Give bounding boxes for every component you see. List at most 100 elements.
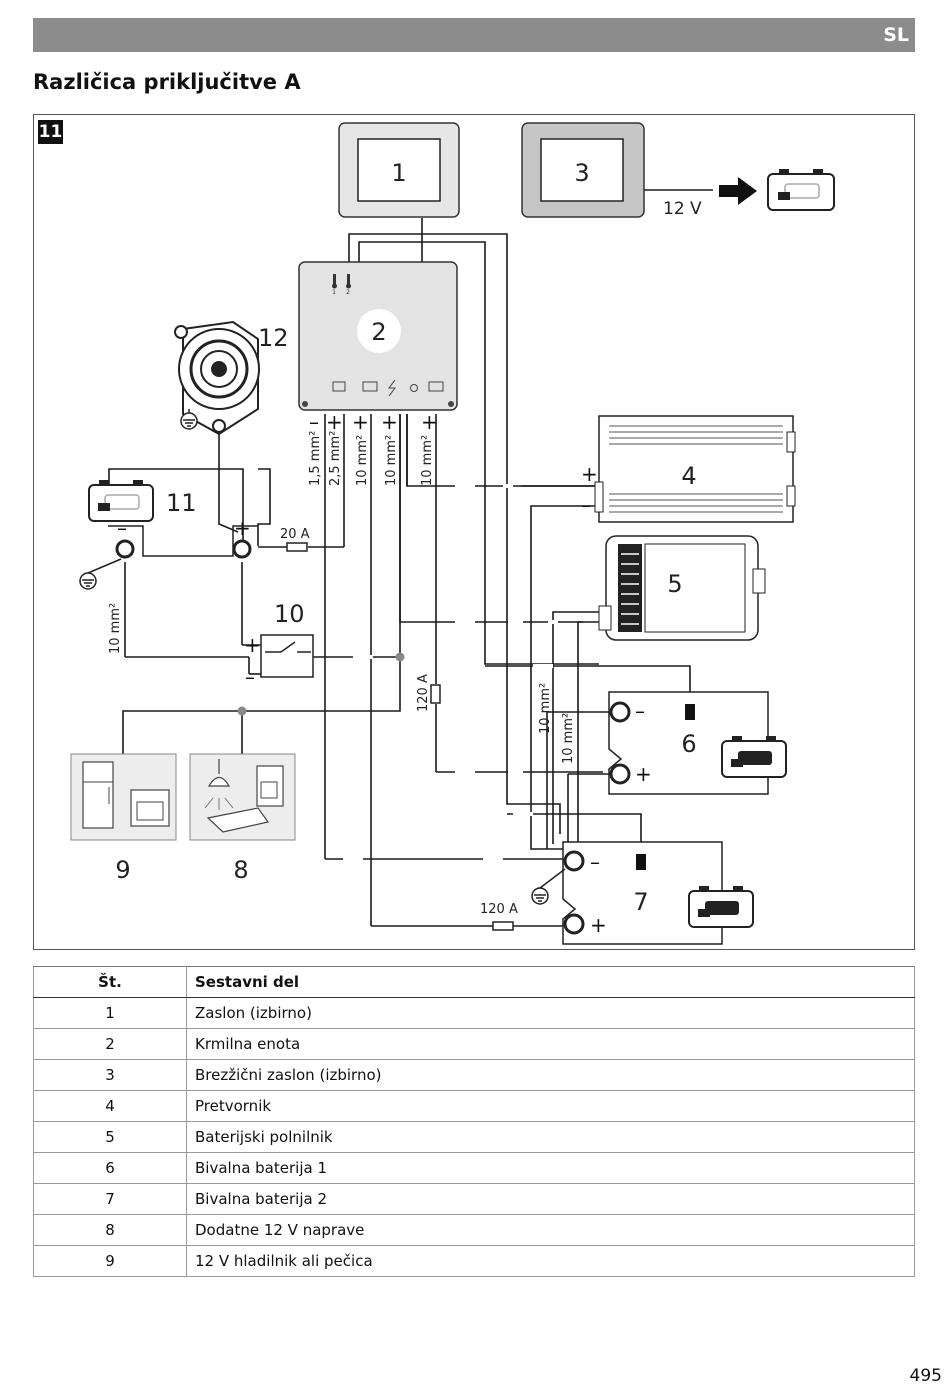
battery-11-minus: – [117,516,127,540]
figure-number: 11 [38,120,63,144]
switch-plus: + [244,633,261,657]
svg-text:10 mm²: 10 mm² [538,683,553,734]
label-8: 8 [233,856,248,884]
label-5: 5 [667,570,682,598]
row-number: 5 [33,1121,187,1153]
svg-text:+: + [421,410,438,434]
switch-icon [260,634,314,678]
svg-text:10 mm²: 10 mm² [108,603,123,654]
svg-text:+: + [381,410,398,434]
alternator-icon [174,320,260,436]
row-number: 4 [33,1090,187,1122]
row-number: 7 [33,1183,187,1215]
svg-text:+: + [352,410,369,434]
row-component: Brezžični zaslon (izbirno) [186,1059,915,1091]
junction-dot [395,652,405,662]
wiring-diagram-svg: 1 3 12 V 2 1 2 [33,114,915,950]
row-number: 6 [33,1152,187,1184]
row-component: Baterijski polnilnik [186,1121,915,1153]
language-bar: SL [33,18,915,52]
arrow-right-icon [719,177,757,205]
battery-6-minus: – [635,699,645,723]
battery-11-plus: + [234,516,251,540]
row-number: 8 [33,1214,187,1246]
control-unit-2: 2 1 2 [298,261,458,411]
label-10: 10 [274,600,305,628]
label-6: 6 [681,730,696,758]
label-12: 12 [258,324,289,352]
wireless-display-3: 3 [521,122,645,218]
table-header-row: Št. Sestavni del [33,966,915,998]
inverter-minus: – [581,493,591,517]
fuse-20a [286,542,308,552]
row-component: Pretvornik [186,1090,915,1122]
page-title: Različica priključitve A [33,70,301,94]
row-component: Bivalna baterija 2 [186,1183,915,1215]
switch-minus: – [245,665,255,689]
inverter-icon [594,415,796,523]
ground-icon [531,868,566,905]
vehicle-battery-icon [688,886,754,928]
svg-text:10 mm²: 10 mm² [384,435,399,486]
battery-7-minus: – [590,850,600,874]
ground-icon [180,409,198,430]
row-component: Krmilna enota [186,1028,915,1060]
wire-breaks [343,484,558,861]
wires [108,189,713,927]
row-component: Dodatne 12 V naprave [186,1214,915,1246]
row-number: 2 [33,1028,187,1060]
label-4: 4 [681,462,696,490]
column-header-component: Sestavni del [186,966,915,998]
row-number: 1 [33,997,187,1029]
fuse-120a [492,921,514,931]
svg-text:1,5 mm²: 1,5 mm² [308,431,323,486]
label-11: 11 [166,489,197,517]
fuse-120a [430,684,441,704]
vehicle-battery-icon [721,736,787,778]
fuse-120a-label: 120 A [480,902,518,917]
row-component: Zaslon (izbirno) [186,997,915,1029]
inverter-plus: + [581,462,598,486]
row-component: Bivalna baterija 1 [186,1152,915,1184]
battery-icon [562,841,723,945]
svg-text:10 mm²: 10 mm² [355,435,370,486]
oven-icon [130,789,170,827]
coffee-machine-icon [256,765,284,807]
junction-dot [237,706,247,716]
row-number: 3 [33,1059,187,1091]
vehicle-battery-icon [767,169,835,211]
wiring-diagram: 1 3 12 V 2 1 2 [33,114,915,950]
vehicle-battery-icon [88,480,154,522]
column-header-number: Št. [33,966,187,998]
svg-text:10 mm²: 10 mm² [420,435,435,486]
battery-7-plus: + [590,913,607,937]
label-3: 3 [574,159,589,187]
label-1: 1 [391,159,406,187]
control-unit-terminals: – + + + + [309,410,438,434]
wire-labels: 1,5 mm² 2,5 mm² 10 mm² 10 mm² 10 mm² 10 … [108,431,576,764]
label-2: 2 [371,318,386,346]
label-9: 9 [115,856,130,884]
display-1: 1 [338,122,460,218]
row-component: 12 V hladilnik ali pečica [186,1245,915,1277]
language-code: SL [883,24,909,46]
svg-text:10 mm²: 10 mm² [561,713,576,764]
svg-text:–: – [309,410,319,434]
temp-sensor-1-label: 1 [332,289,336,296]
svg-text:2,5 mm²: 2,5 mm² [328,431,343,486]
label-7: 7 [633,888,648,916]
battery-6-plus: + [635,762,652,786]
temp-sensor-2-label: 2 [346,289,350,296]
voltage-label: 12 V [663,199,702,219]
page-number: 495 [909,1366,942,1386]
svg-text:120 A: 120 A [416,674,431,712]
